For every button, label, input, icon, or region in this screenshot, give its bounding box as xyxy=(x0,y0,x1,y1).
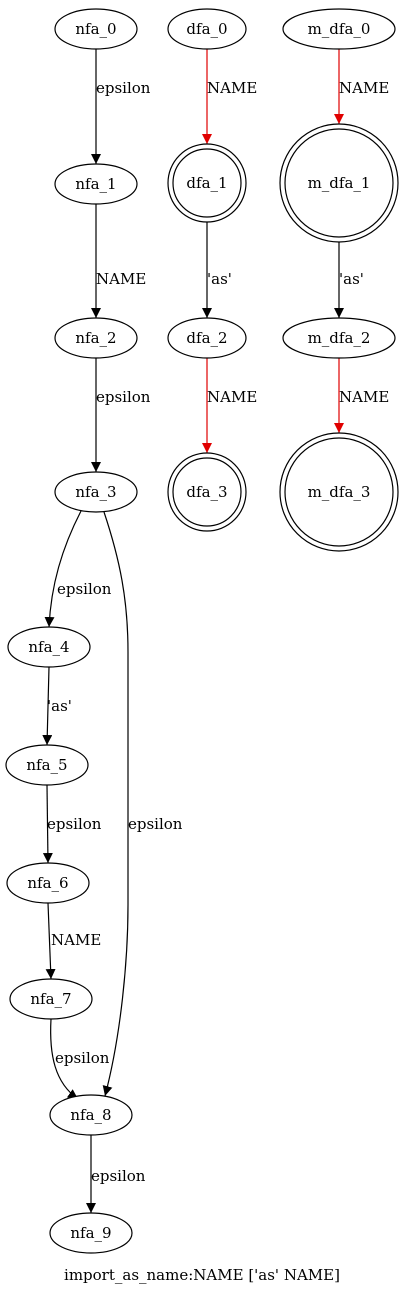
edge-line xyxy=(45,902,56,980)
edge-label: epsilon xyxy=(128,815,183,833)
state-label: dfa_2 xyxy=(186,329,227,347)
state-label: nfa_4 xyxy=(28,638,69,656)
state-ellipse xyxy=(282,8,396,50)
state-label: dfa_3 xyxy=(186,483,227,501)
edge-nfa_6-to-nfa_7: NAME xyxy=(45,902,101,980)
state-node-dfa_1: dfa_1 xyxy=(167,143,247,223)
edge-line xyxy=(44,510,82,628)
edge-nfa_0-to-nfa_1: epsilon xyxy=(91,49,151,164)
state-ellipse xyxy=(9,978,93,1020)
accepting-ring xyxy=(172,148,242,218)
edge-label: 'as' xyxy=(47,697,72,715)
state-label: nfa_8 xyxy=(70,1106,111,1124)
accepting-ring xyxy=(284,128,394,238)
edge-line xyxy=(50,1018,79,1100)
state-node-nfa_6: nfa_6 xyxy=(6,862,90,904)
state-ellipse xyxy=(282,317,396,359)
state-ellipse xyxy=(54,471,138,513)
edge-label: 'as' xyxy=(339,270,364,288)
edge-nfa_2-to-nfa_3: epsilon xyxy=(91,358,151,472)
edge-nfa_4-to-nfa_5: 'as' xyxy=(42,666,72,746)
state-node-nfa_4: nfa_4 xyxy=(7,626,91,668)
diagram-caption: import_as_name:NAME ['as' NAME] xyxy=(64,1266,340,1284)
edge-nfa_1-to-nfa_2: NAME xyxy=(91,204,146,318)
edge-label: epsilon xyxy=(96,79,151,97)
state-ellipse xyxy=(49,1094,133,1136)
state-ellipse xyxy=(54,8,138,50)
state-label: m_dfa_1 xyxy=(308,174,371,192)
state-node-nfa_5: nfa_5 xyxy=(5,744,89,786)
edge-line xyxy=(42,666,53,746)
state-ellipse xyxy=(7,626,91,668)
state-node-dfa_3: dfa_3 xyxy=(167,452,247,532)
state-node-m_dfa_3: m_dfa_3 xyxy=(279,432,399,552)
edge-m_dfa_1-to-m_dfa_2: 'as' xyxy=(334,242,364,318)
state-label: nfa_0 xyxy=(75,20,116,38)
edge-label: epsilon xyxy=(96,388,151,406)
edge-nfa_8-to-nfa_9: epsilon xyxy=(86,1135,146,1213)
edge-nfa_7-to-nfa_8: epsilon xyxy=(50,1018,110,1100)
state-label: nfa_9 xyxy=(70,1224,111,1242)
state-node-nfa_9: nfa_9 xyxy=(49,1212,133,1254)
state-node-nfa_0: nfa_0 xyxy=(54,8,138,50)
edge-label: NAME xyxy=(96,270,146,288)
edge-label: 'as' xyxy=(207,270,232,288)
state-label: m_dfa_2 xyxy=(308,329,371,347)
state-label: nfa_1 xyxy=(75,175,116,193)
state-ellipse xyxy=(167,317,247,359)
state-ellipse xyxy=(5,744,89,786)
state-label: m_dfa_0 xyxy=(308,20,371,38)
edge-label: NAME xyxy=(51,931,101,949)
state-node-m_dfa_2: m_dfa_2 xyxy=(282,317,396,359)
edge-nfa_3-to-nfa_4: epsilon xyxy=(44,510,112,628)
edge-label: epsilon xyxy=(57,580,112,598)
state-node-m_dfa_1: m_dfa_1 xyxy=(279,123,399,243)
state-node-nfa_7: nfa_7 xyxy=(9,978,93,1020)
edge-nfa_5-to-nfa_6: epsilon xyxy=(42,784,102,864)
state-label: nfa_3 xyxy=(75,483,116,501)
edge-line xyxy=(102,511,129,1097)
state-label: nfa_7 xyxy=(30,990,71,1008)
state-label: m_dfa_3 xyxy=(308,483,371,501)
state-node-nfa_1: nfa_1 xyxy=(54,163,138,205)
edge-nfa_3-to-nfa_8: epsilon xyxy=(102,511,183,1097)
edge-m_dfa_2-to-m_dfa_3: NAME xyxy=(334,358,389,433)
edge-line xyxy=(42,784,53,864)
edge-label: epsilon xyxy=(55,1049,110,1067)
state-node-nfa_8: nfa_8 xyxy=(49,1094,133,1136)
edge-label: NAME xyxy=(339,388,389,406)
state-ellipse xyxy=(167,8,247,50)
edge-label: epsilon xyxy=(91,1167,146,1185)
state-node-m_dfa_0: m_dfa_0 xyxy=(282,8,396,50)
state-ellipse xyxy=(54,317,138,359)
state-node-nfa_3: nfa_3 xyxy=(54,471,138,513)
state-ellipse xyxy=(54,163,138,205)
edge-dfa_2-to-dfa_3: NAME xyxy=(202,358,257,453)
nodes-layer: nfa_0 nfa_1 nfa_2 nfa_3 nfa_4 nfa_5 nfa_6 nfa_7… xyxy=(5,8,399,1254)
state-label: nfa_6 xyxy=(27,874,68,892)
accepting-ring xyxy=(284,437,394,547)
state-ellipse xyxy=(6,862,90,904)
accepting-ring xyxy=(172,457,242,527)
state-node-nfa_2: nfa_2 xyxy=(54,317,138,359)
state-ellipse xyxy=(49,1212,133,1254)
edge-dfa_1-to-dfa_2: 'as' xyxy=(202,222,232,318)
state-node-dfa_0: dfa_0 xyxy=(167,8,247,50)
edges-layer: epsilonNAMEepsilonepsilonepsilon'as'epsi… xyxy=(42,49,389,1213)
state-node-dfa_2: dfa_2 xyxy=(167,317,247,359)
state-label: dfa_0 xyxy=(186,20,227,38)
state-label: dfa_1 xyxy=(186,174,227,192)
edge-label: epsilon xyxy=(47,815,102,833)
edge-dfa_0-to-dfa_1: NAME xyxy=(202,49,257,144)
state-label: nfa_2 xyxy=(75,329,116,347)
edge-label: NAME xyxy=(207,388,257,406)
edge-label: NAME xyxy=(339,79,389,97)
edge-label: NAME xyxy=(207,79,257,97)
edge-m_dfa_0-to-m_dfa_1: NAME xyxy=(334,49,389,124)
state-label: nfa_5 xyxy=(26,756,67,774)
